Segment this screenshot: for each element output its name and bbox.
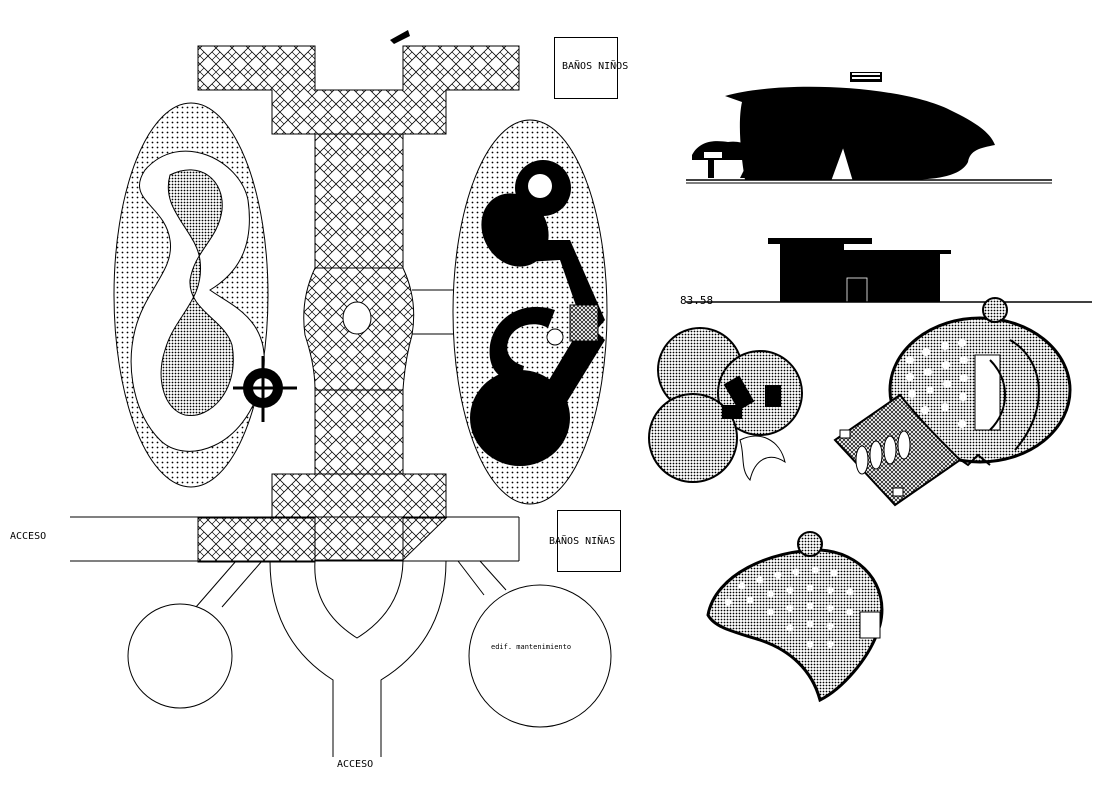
banos-ninas-label: BAÑOS NIÑAS	[549, 536, 616, 547]
north-arrow-icon	[390, 30, 410, 44]
lower-building-plan	[706, 531, 884, 703]
banos-ninos-label: BAÑOS NIÑOS	[562, 61, 629, 72]
plaza-circle	[127, 603, 233, 709]
left-garden	[113, 102, 297, 488]
round-building-plan	[833, 297, 1072, 507]
acceso-left-label: ACCESO	[10, 531, 47, 542]
clover-building-plan	[648, 327, 803, 483]
access-paths	[70, 289, 520, 757]
crosshair-icon	[233, 356, 297, 422]
acceso-bottom-label: ACCESO	[337, 759, 374, 770]
maintenance-building	[468, 584, 612, 728]
banos-ninas-box	[557, 510, 621, 572]
maintenance-label: edif. mantenimiento	[491, 643, 572, 651]
elevation-label: 83.58	[680, 294, 714, 307]
building-elevation-2	[686, 238, 1092, 303]
right-garden	[452, 119, 608, 505]
banos-ninos-box	[554, 37, 618, 99]
building-elevation-1	[686, 72, 1052, 184]
